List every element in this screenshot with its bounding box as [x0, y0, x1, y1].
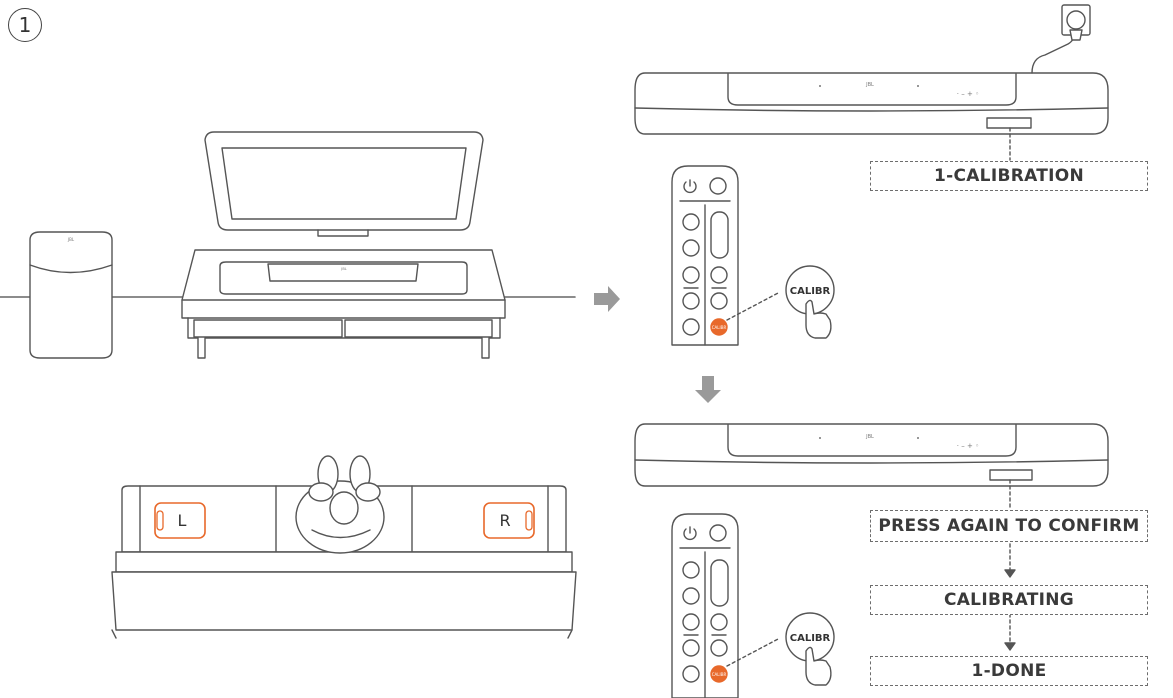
step-number: 1	[8, 8, 42, 42]
power-plug	[1031, 4, 1091, 74]
calibr-button-zoom-top: CALIBR	[785, 265, 835, 339]
arrow-right-icon	[594, 286, 620, 312]
left-speaker-label: L	[177, 510, 187, 530]
remote-top-calibr-key: CALIBR	[712, 325, 727, 330]
stand-soundbar-logo: JBL	[340, 267, 346, 271]
person	[295, 455, 385, 554]
calibr-zoom-top-label: CALIBR	[790, 286, 831, 297]
right-speaker-label: R	[499, 510, 511, 530]
right-surround-speaker	[483, 502, 535, 539]
soundbar-top-logo: JBL	[865, 82, 874, 88]
calibrating-label: CALIBRATING	[870, 585, 1148, 615]
calibr-button-zoom-bottom: CALIBR	[785, 612, 835, 686]
left-surround-speaker	[154, 502, 206, 539]
svg-text:· – + ◦: · – + ◦	[957, 90, 979, 98]
subwoofer: JBL	[29, 231, 113, 359]
tv	[204, 131, 484, 237]
soundbar-bottom: JBL · – + ◦	[634, 423, 1109, 487]
calibr-zoom-bottom-label: CALIBR	[790, 633, 831, 644]
calibration-label: 1-CALIBRATION	[870, 161, 1148, 191]
remote-bottom-calibr-key: CALIBR	[712, 672, 727, 677]
remote-bottom: CALIBR	[671, 513, 781, 698]
svg-text:· – + ◦: · – + ◦	[957, 442, 979, 450]
remote-top: CALIBR	[671, 165, 781, 346]
confirm-label: PRESS AGAIN TO CONFIRM	[870, 510, 1148, 542]
soundbar-top: JBL · – + ◦	[634, 72, 1109, 135]
done-label: 1-DONE	[870, 656, 1148, 686]
soundbar-bottom-logo: JBL	[865, 434, 874, 440]
subwoofer-logo: JBL	[67, 237, 75, 242]
arrow-down-icon	[695, 376, 721, 403]
tv-stand: JBL	[181, 249, 506, 359]
